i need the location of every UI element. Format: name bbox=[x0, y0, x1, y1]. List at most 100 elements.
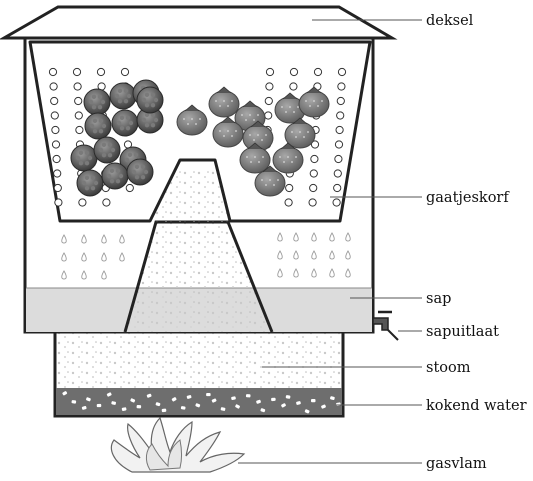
basket-hole bbox=[284, 198, 293, 207]
label-basket: gaatjeskorf bbox=[426, 190, 510, 206]
water-bubble bbox=[111, 401, 117, 405]
basket-hole bbox=[313, 67, 323, 77]
juice-drop bbox=[81, 234, 87, 244]
basket-hole bbox=[334, 140, 344, 149]
basket-hole bbox=[72, 67, 82, 77]
juice-drop bbox=[329, 250, 335, 260]
water-bubble bbox=[296, 401, 301, 405]
water-bubble bbox=[136, 405, 142, 409]
water-bubble bbox=[195, 403, 201, 408]
basket-hole bbox=[265, 82, 274, 91]
water-bubble bbox=[206, 392, 211, 397]
water-bubble bbox=[260, 408, 266, 413]
blackberry bbox=[70, 144, 98, 172]
water-bubble bbox=[186, 395, 192, 399]
juice-drop bbox=[329, 268, 335, 278]
water-bubble bbox=[180, 406, 186, 410]
water-bubble bbox=[220, 407, 226, 411]
strawberry bbox=[272, 142, 304, 174]
water-bubble bbox=[256, 399, 261, 404]
water-bubble bbox=[146, 393, 152, 398]
basket-hole bbox=[309, 169, 318, 178]
gas-flame bbox=[110, 416, 246, 473]
steam-chimney bbox=[123, 170, 274, 333]
basket-hole bbox=[264, 111, 273, 120]
water-bubble bbox=[96, 403, 102, 408]
strawberry bbox=[284, 117, 316, 149]
juice-drop bbox=[311, 232, 317, 242]
water-bubble bbox=[321, 404, 326, 409]
basket-hole bbox=[74, 111, 83, 120]
juice-drop bbox=[81, 270, 87, 280]
basket-hole bbox=[332, 198, 341, 207]
basket-hole bbox=[50, 111, 59, 120]
blackberry bbox=[76, 169, 104, 197]
basket-hole bbox=[78, 198, 87, 207]
basket-hole bbox=[54, 198, 63, 207]
strawberry bbox=[298, 86, 330, 118]
basket-hole bbox=[336, 111, 345, 120]
juice-drop bbox=[119, 234, 125, 244]
basket-hole bbox=[265, 67, 275, 77]
lid bbox=[0, 5, 398, 40]
juice-outlet-tap bbox=[372, 310, 399, 341]
strawberry bbox=[239, 142, 271, 174]
strawberry bbox=[254, 165, 286, 197]
water-bubble bbox=[171, 397, 177, 402]
basket-hole bbox=[73, 82, 82, 91]
juice-drop bbox=[119, 252, 125, 262]
basket-hole bbox=[285, 183, 294, 193]
juice-drop bbox=[345, 232, 351, 242]
water-bubble bbox=[235, 404, 240, 409]
blackberry bbox=[83, 88, 111, 116]
basket-hole bbox=[50, 96, 59, 106]
basket-hole bbox=[333, 169, 342, 178]
blackberry bbox=[93, 136, 121, 164]
label-water: kokend water bbox=[426, 398, 527, 414]
leader-lines bbox=[238, 19, 422, 464]
basket-hole bbox=[96, 67, 106, 77]
blackberry bbox=[84, 112, 112, 140]
basket-hole bbox=[310, 140, 320, 149]
basket-hole bbox=[309, 183, 318, 193]
label-lid: deksel bbox=[426, 13, 474, 29]
juice-drop bbox=[277, 250, 283, 260]
label-steam: stoom bbox=[426, 360, 471, 376]
water-bubble bbox=[106, 392, 112, 397]
water-bubble bbox=[285, 395, 291, 399]
juice-drop bbox=[61, 252, 67, 262]
water-bubble bbox=[211, 398, 217, 403]
juice-drop bbox=[293, 250, 299, 260]
water-bubble bbox=[245, 394, 251, 398]
basket-hole bbox=[289, 82, 298, 91]
basket-hole bbox=[308, 198, 317, 207]
basket-hole bbox=[49, 82, 58, 91]
basket-hole bbox=[75, 125, 84, 135]
label-juice: sap bbox=[426, 291, 451, 307]
water-bubble bbox=[130, 398, 136, 403]
blackberry bbox=[136, 86, 164, 114]
water-bubble bbox=[311, 399, 316, 403]
juice-drop bbox=[311, 250, 317, 260]
basket-hole bbox=[336, 96, 345, 106]
juice-drop bbox=[277, 268, 283, 278]
water-bubble bbox=[155, 402, 161, 407]
basket-hole bbox=[51, 140, 61, 149]
label-outlet: sapuitlaat bbox=[426, 324, 499, 340]
water-bubble bbox=[81, 405, 87, 410]
water-bubble bbox=[330, 396, 335, 400]
basket-hole bbox=[48, 67, 58, 77]
juice-drop bbox=[293, 232, 299, 242]
water-bubble bbox=[86, 397, 91, 402]
juice-drop bbox=[345, 250, 351, 260]
blackberry bbox=[126, 158, 154, 186]
juice-drop bbox=[101, 252, 107, 262]
basket-hole bbox=[53, 169, 62, 178]
basket-hole bbox=[337, 82, 346, 91]
juice-drop bbox=[81, 252, 87, 262]
basket-hole bbox=[53, 183, 62, 193]
juice-drop bbox=[293, 268, 299, 278]
basket-hole bbox=[337, 67, 347, 77]
strawberry bbox=[176, 104, 208, 136]
